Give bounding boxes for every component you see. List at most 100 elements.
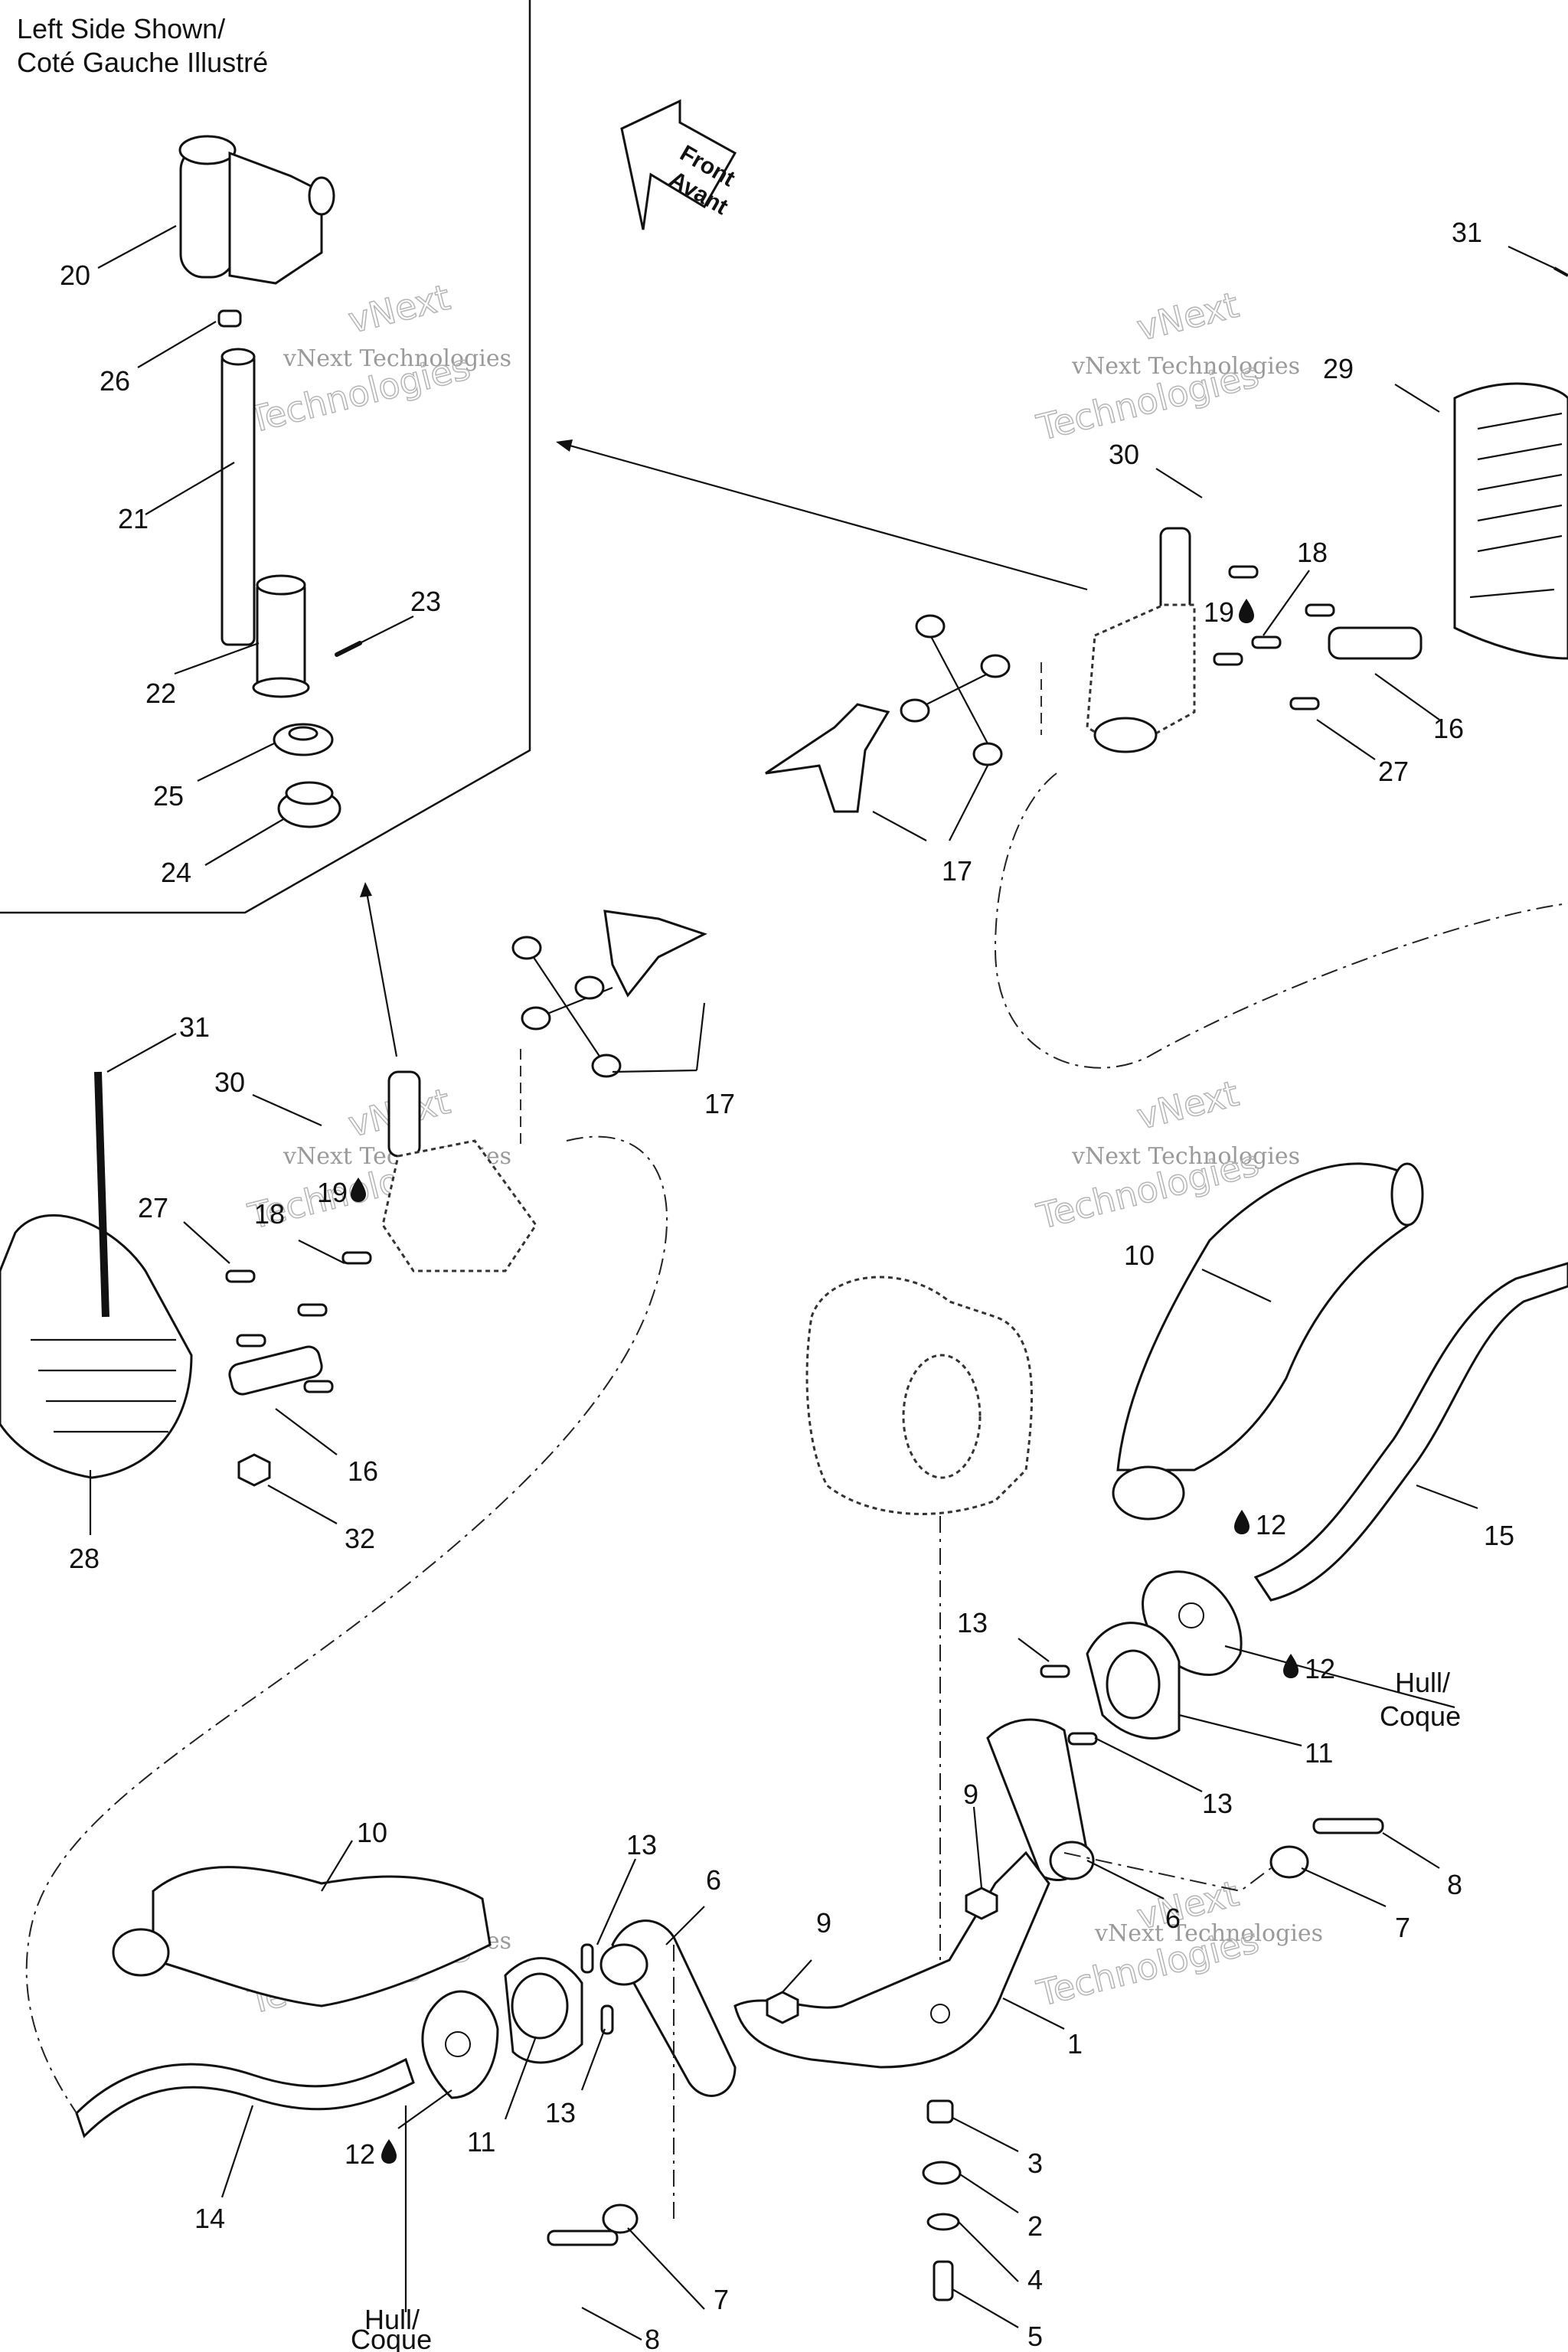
part-23-pin	[335, 641, 362, 657]
callout: 11	[1305, 1737, 1333, 1769]
part-3-bushing	[926, 2099, 954, 2124]
part-30-steering-arm-left	[381, 1070, 537, 1272]
callout: 8	[1447, 1869, 1462, 1900]
hull-label-right-2: Coque	[1380, 1700, 1461, 1732]
part-18-bolts-left	[225, 1251, 372, 1393]
part-9-nut-left	[766, 1991, 799, 2024]
watermark-6: vNext vNext Technologies Technologies	[1032, 1872, 1323, 2015]
callout: 13	[957, 1607, 988, 1638]
part-25-seal	[273, 723, 334, 756]
part-21-shaft	[220, 348, 256, 646]
part-7-washer-right	[1269, 1845, 1309, 1879]
callout: 7	[714, 2284, 729, 2315]
part-10-boot-right	[1112, 1162, 1424, 1521]
callout: 21	[118, 503, 149, 534]
callout: 19	[317, 1177, 348, 1208]
svg-text:vNext Technologies: vNext Technologies	[1071, 1143, 1300, 1170]
callout: 31	[179, 1011, 210, 1043]
callout: 13	[1202, 1788, 1233, 1819]
part-8-bolt-left	[547, 2230, 619, 2246]
sealant-drop-icon-12c	[381, 2139, 397, 2164]
callout: 2	[1027, 2210, 1043, 2242]
part-32-nut	[237, 1453, 271, 1487]
callout: 1	[1067, 2028, 1083, 2060]
callout: 24	[161, 857, 191, 888]
part-1-steering-lever	[733, 1851, 1050, 2069]
callout: 9	[963, 1779, 978, 1810]
callout: 4	[1027, 2264, 1043, 2295]
sealant-drop-icon-19b	[351, 1178, 366, 1202]
part-11-nozzle-left	[504, 1957, 583, 2064]
part-18-bolts-right	[1213, 565, 1335, 710]
part-8-bolt-right	[1312, 1818, 1384, 1834]
callout: 3	[1027, 2148, 1043, 2179]
dash-curve-left	[25, 1135, 668, 2114]
callout: 27	[138, 1192, 168, 1223]
callout: 25	[153, 780, 184, 812]
part-13-bolts-left	[580, 1943, 614, 2035]
part-14-hose	[75, 2057, 415, 2138]
watermark-2: vNext vNext Technologies Technologies	[1032, 283, 1300, 449]
callout: 16	[1433, 713, 1464, 744]
callout-labels: 20 26 21 23 22 25 24 31 29 30 18 19 16 2…	[60, 217, 1514, 2352]
callout: 7	[1395, 1912, 1410, 1943]
part-12-gasket-left	[421, 1990, 499, 2099]
svg-text:vNext: vNext	[1133, 1073, 1243, 1138]
callout: 31	[1452, 217, 1482, 248]
callout: 16	[348, 1455, 378, 1487]
part-16-sleeve-right	[1328, 626, 1423, 660]
svg-text:vNext: vNext	[345, 276, 454, 341]
callout: 18	[1297, 537, 1328, 568]
callout: 6	[1165, 1903, 1181, 1934]
arrow-to-inset-2	[364, 887, 398, 1057]
part-10-boot-left	[112, 1866, 492, 2007]
callout: 14	[194, 2203, 225, 2234]
pump-housing-ghost	[805, 1276, 1034, 1515]
part-20-housing	[178, 135, 335, 285]
arrowhead-1	[556, 439, 573, 452]
svg-text:vNext Technologies: vNext Technologies	[283, 345, 511, 372]
part-26-cap	[217, 309, 242, 328]
svg-text:vNext: vNext	[1133, 284, 1243, 349]
callout: 30	[214, 1067, 245, 1098]
hull-label-left-2: Coque	[351, 2324, 432, 2352]
callout: 6	[706, 1864, 721, 1896]
callout: 27	[1378, 756, 1409, 787]
part-31-bolt-right	[1553, 266, 1568, 277]
callout: 29	[1323, 353, 1354, 384]
part-16-sleeve-left	[228, 1345, 323, 1396]
part-17-rubber-mount-right	[765, 614, 1011, 813]
sealant-drop-icon-19a	[1239, 599, 1254, 623]
inset-title-line2: Coté Gauche Illustré	[17, 47, 268, 78]
callout: 8	[645, 2324, 660, 2352]
callout: 5	[1027, 2321, 1043, 2352]
callout: 10	[357, 1817, 387, 1848]
svg-text:vNext Technologies: vNext Technologies	[1071, 353, 1300, 380]
callout: 13	[545, 2097, 576, 2128]
sealant-drop-icon-12b	[1283, 1654, 1298, 1678]
callout: 17	[942, 855, 972, 887]
dash-curve-right	[994, 773, 1568, 1069]
callout: 12	[1256, 1509, 1286, 1540]
part-9-nut-right	[965, 1886, 998, 1920]
callout: 12	[345, 2138, 375, 2170]
part-13-bolts-right	[1040, 1664, 1098, 1746]
callout: 18	[254, 1198, 285, 1230]
watermark-1: vNext vNext Technologies Technologies	[243, 276, 511, 442]
callout: 28	[69, 1543, 100, 1574]
callout: 10	[1124, 1240, 1155, 1271]
part-11-nozzle-right	[1086, 1622, 1181, 1740]
sealant-drop-icon-12a	[1234, 1510, 1250, 1534]
part-29-cover-right	[1453, 382, 1568, 660]
part-6-rod-right	[986, 1718, 1095, 1881]
leader-lines	[89, 225, 1555, 2341]
part-7-washer-left	[602, 2203, 639, 2234]
part-15-hose	[1253, 1262, 1568, 1602]
part-22-bushing	[252, 574, 310, 698]
callout: 26	[100, 365, 130, 397]
callout: 32	[345, 1523, 375, 1554]
callout: 17	[704, 1088, 735, 1119]
callout: 23	[410, 586, 441, 617]
callout: 12	[1305, 1653, 1335, 1684]
part-6-rod-left	[599, 1919, 737, 2097]
